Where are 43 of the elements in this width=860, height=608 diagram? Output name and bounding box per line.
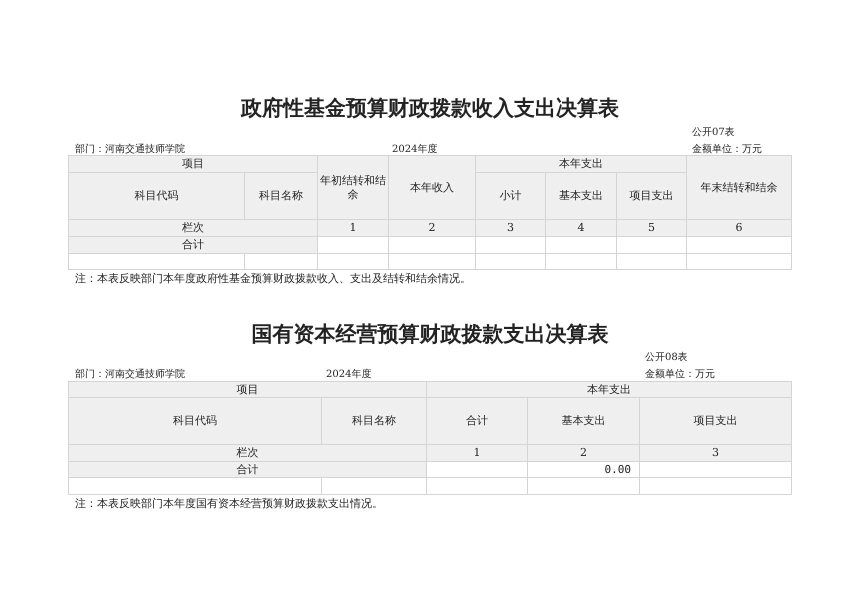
table-title: 国有资本经营预算财政拨款支出决算表 — [252, 320, 608, 348]
header-cell: 3 — [640, 444, 792, 462]
header-cell: 栏次 — [68, 220, 318, 236]
header-cell: 年末结转和结余 — [686, 156, 792, 220]
header-cell: 年初结转和结余 — [318, 156, 388, 220]
header-cell: 本年收入 — [388, 156, 476, 220]
fiscal-year-label: 2024年度 — [326, 368, 372, 381]
header-cell: 本年支出 — [476, 156, 687, 172]
header-cell: 栏次 — [68, 444, 426, 462]
header-cell: 项目 — [68, 156, 318, 172]
unit-label: 金额单位：万元 — [692, 142, 762, 156]
header-cell: 科目名称 — [322, 398, 426, 444]
table-number: 公开08表 — [645, 350, 688, 364]
header-cell: 3 — [476, 220, 546, 236]
header-cell: 6 — [686, 220, 792, 236]
table-title: 政府性基金预算财政拨款收入支出决算表 — [241, 94, 619, 122]
department-label: 部门：河南交通技师学院 — [75, 368, 185, 381]
header-cell: 本年支出 — [426, 382, 792, 398]
header-cell: 5 — [616, 220, 687, 236]
header-cell: 科目代码 — [68, 172, 244, 220]
header-cell: 项目支出 — [640, 398, 792, 444]
header-cell: 合计 — [68, 236, 318, 254]
header-cell: 基本支出 — [528, 398, 640, 444]
header-cell: 4 — [546, 220, 616, 236]
department-label: 部门：河南交通技师学院 — [75, 142, 185, 156]
header-cell: 基本支出 — [546, 172, 616, 220]
fiscal-year-label: 2024年度 — [392, 142, 438, 156]
header-cell: 合计 — [68, 462, 426, 478]
table-note: 注：本表反映部门本年度国有资本经营预算财政拨款支出情况。 — [75, 496, 383, 511]
header-cell: 科目名称 — [244, 172, 318, 220]
table-number: 公开07表 — [692, 126, 735, 139]
header-cell: 科目代码 — [68, 398, 322, 444]
amount-cell: 0.00 — [528, 462, 640, 478]
table-note: 注：本表反映部门本年度政府性基金预算财政拨款收入、支出及结转和结余情况。 — [75, 271, 471, 286]
unit-label: 金额单位：万元 — [645, 368, 715, 381]
header-cell: 2 — [528, 444, 640, 462]
header-cell: 小计 — [476, 172, 546, 220]
header-cell: 项目支出 — [616, 172, 687, 220]
header-cell: 1 — [318, 220, 388, 236]
header-cell: 2 — [388, 220, 476, 236]
header-cell: 项目 — [68, 382, 426, 398]
header-cell: 1 — [426, 444, 528, 462]
header-cell: 合计 — [426, 398, 528, 444]
